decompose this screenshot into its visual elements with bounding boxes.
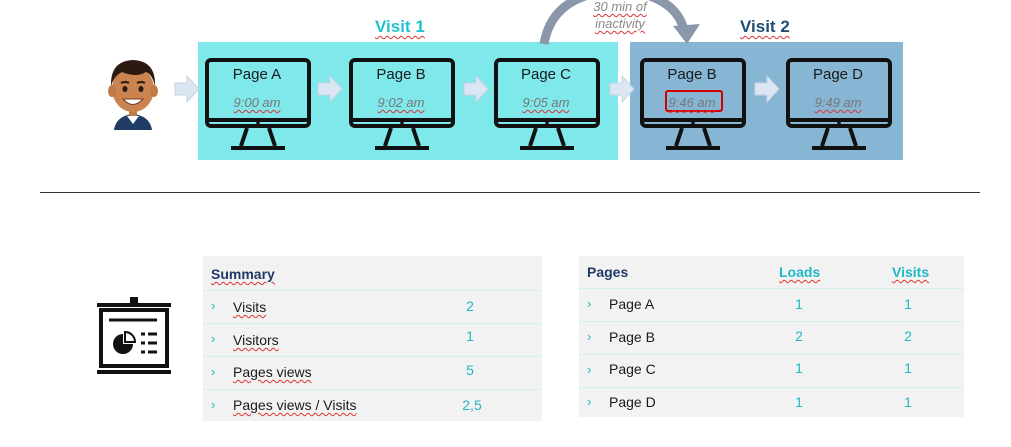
section-divider — [40, 192, 980, 193]
summary-title: Summary — [211, 266, 275, 282]
table-row: › Pages views / Visits 2,5 — [203, 390, 542, 421]
summary-row-value: 5 — [466, 362, 474, 378]
monitor-icon — [205, 58, 311, 150]
chevron-right-icon: › — [211, 397, 216, 412]
page-visits: 1 — [904, 360, 912, 376]
monitor-page-label: Page B — [667, 66, 717, 83]
summary-row-value: 2 — [466, 298, 474, 314]
page-visits: 1 — [904, 394, 912, 410]
page-name: Page D — [609, 394, 656, 410]
page-name: Page A — [609, 296, 655, 312]
monitor-icon — [640, 58, 746, 150]
table-row: › Page B 2 2 — [579, 322, 964, 355]
page-loads: 1 — [795, 360, 803, 376]
flow-arrow-icon — [463, 75, 489, 103]
flow-arrow-icon — [317, 75, 343, 103]
summary-row-value: 2,5 — [462, 397, 482, 413]
visits-column-header: Visits — [892, 264, 930, 280]
table-row: › Visitors 1 — [203, 324, 542, 357]
monitor-icon — [494, 58, 600, 150]
chevron-right-icon: › — [587, 362, 592, 377]
page-monitor: Page D 9:49 am — [786, 58, 896, 152]
page-monitor: Page B 9:02 am — [349, 58, 459, 152]
page-loads: 1 — [795, 296, 803, 312]
visit2-title: Visit 2 — [740, 17, 790, 36]
inactivity-curved-arrow-icon — [539, 0, 700, 45]
pages-table: Pages Loads Visits › Page A 1 1 › Page B… — [579, 256, 964, 417]
page-loads: 1 — [795, 394, 803, 410]
monitor-time-label: 9:00 am — [233, 95, 281, 110]
monitor-time-label: 9:05 am — [522, 95, 570, 110]
chevron-right-icon: › — [587, 394, 592, 409]
page-name: Page C — [609, 361, 656, 377]
inactivity-line2: inactivity — [595, 16, 645, 31]
page-visits: 2 — [904, 328, 912, 344]
chevron-right-icon: › — [587, 296, 592, 311]
user-avatar-icon — [108, 60, 158, 130]
page-visits: 1 — [904, 296, 912, 312]
monitor-page-label: Page C — [520, 66, 572, 83]
monitor-icon — [786, 58, 892, 150]
summary-row-value: 1 — [466, 328, 474, 344]
inactivity-line1: 30 min of — [593, 0, 647, 14]
monitor-icon — [349, 58, 455, 150]
monitor-page-label: Page D — [812, 66, 864, 83]
flow-arrow-icon — [174, 75, 200, 103]
highlight-box — [665, 90, 723, 112]
page-monitor: Page B 9:46 am — [640, 58, 750, 152]
table-row: › Page A 1 1 — [579, 289, 964, 322]
flow-arrow-icon — [609, 75, 635, 103]
inactivity-label: 30 min of inactivity — [585, 0, 655, 32]
table-row: › Page D 1 1 — [579, 388, 964, 417]
chevron-right-icon: › — [211, 298, 216, 313]
loads-column-header: Loads — [779, 264, 821, 280]
page-monitor: Page A 9:00 am — [205, 58, 315, 152]
visit1-title: Visit 1 — [375, 17, 425, 36]
summary-row-label: Pages views — [233, 364, 312, 380]
monitor-page-label: Page A — [232, 66, 282, 83]
monitor-time-label: 9:49 am — [814, 95, 862, 110]
chevron-right-icon: › — [211, 331, 216, 346]
pages-column-header: Pages — [587, 264, 629, 280]
summary-row-label: Visits — [233, 299, 267, 315]
monitor-time-label: 9:02 am — [377, 95, 425, 110]
summary-header-row: Summary — [203, 256, 542, 291]
chevron-right-icon: › — [211, 364, 216, 379]
summary-row-label: Pages views / Visits — [233, 397, 357, 413]
summary-table: Summary › Visits 2 › Visitors 1 › Pages … — [203, 256, 542, 421]
presentation-board-icon — [97, 297, 171, 374]
page-name: Page B — [609, 329, 655, 345]
page-monitor: Page C 9:05 am — [494, 58, 604, 152]
page-loads: 2 — [795, 328, 803, 344]
monitor-time-label: 9:46 am — [668, 95, 716, 110]
flow-arrow-icon — [754, 75, 780, 103]
table-row: › Pages views 5 — [203, 357, 542, 390]
monitor-page-label: Page B — [376, 66, 426, 83]
summary-row-label: Visitors — [233, 332, 279, 348]
table-row: › Page C 1 1 — [579, 355, 964, 388]
chevron-right-icon: › — [587, 329, 592, 344]
table-row: › Visits 2 — [203, 291, 542, 324]
pages-header-row: Pages Loads Visits — [579, 256, 964, 289]
